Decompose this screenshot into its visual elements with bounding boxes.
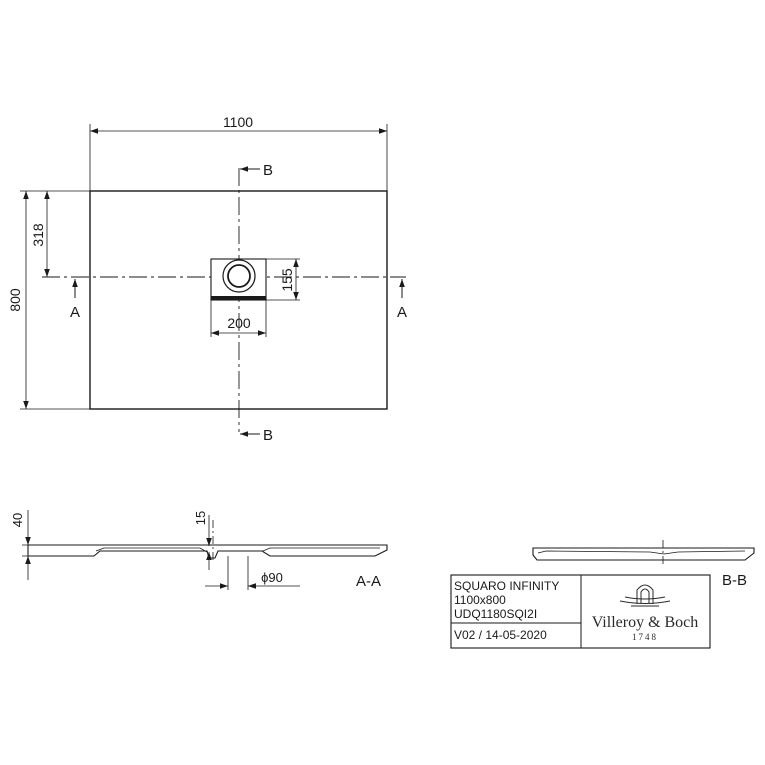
drain-inner-ring [227, 264, 251, 288]
section-b-profile [532, 547, 755, 561]
section-a-a-label: A-A [356, 573, 381, 590]
plan-view [20, 124, 406, 437]
brand-year: 1748 [632, 632, 658, 642]
section-b-b [532, 540, 755, 566]
drain-height-label: 155 [279, 268, 295, 292]
section-a-surface [95, 547, 380, 553]
section-b-top-label: B [263, 162, 273, 179]
drain-width-label: 200 [227, 315, 251, 331]
drop-label: 15 [193, 511, 208, 525]
outlet-diameter-label: ϕ90 [261, 570, 283, 585]
brand-logo-icon [619, 584, 671, 607]
title-block [450, 574, 711, 649]
drain-channel [211, 296, 266, 300]
section-a-profile [27, 544, 388, 559]
offset-label: 318 [30, 223, 46, 247]
article-code: UDQ1180SQI2I [454, 607, 537, 621]
depth-label: 800 [7, 288, 23, 312]
version-date: V02 / 14-05-2020 [454, 628, 547, 642]
thickness-label: 40 [10, 513, 25, 527]
section-b-bottom-label: B [263, 427, 273, 444]
brand-name: Villeroy & Boch [592, 614, 699, 631]
product-size: 1100x800 [454, 593, 506, 607]
section-a-right-label: A [397, 304, 407, 321]
tray-outline [89, 190, 388, 410]
product-name: SQUARO INFINITY [454, 579, 559, 593]
section-b-b-label: B-B [722, 572, 747, 589]
section-a-left-label: A [70, 304, 80, 321]
section-a-a [22, 510, 388, 590]
width-label: 1100 [223, 114, 253, 130]
section-b-surface [537, 550, 746, 555]
